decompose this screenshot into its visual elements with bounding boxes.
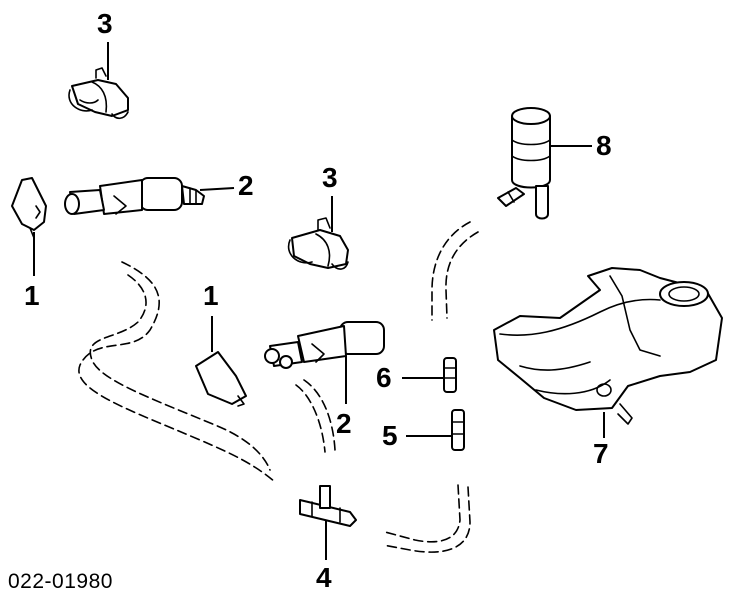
hose-middle-short	[295, 379, 336, 453]
washer-nozzle-cap-middle	[195, 351, 247, 407]
callout-3-middle: 3	[322, 162, 338, 193]
callout-8: 8	[596, 130, 612, 161]
hose-connector-5	[451, 409, 465, 451]
callout-1-middle: 1	[203, 280, 219, 311]
hose-bottom-right	[382, 484, 471, 553]
washer-nozzle-cap-left	[11, 177, 47, 239]
hose-top-right	[431, 221, 479, 321]
washer-actuator-top	[64, 177, 205, 215]
callout-2-middle: 2	[336, 408, 352, 439]
callout-6: 6	[376, 362, 392, 393]
washer-actuator-middle	[264, 321, 385, 369]
clip-bracket-top	[68, 67, 129, 120]
tee-connector	[299, 485, 357, 527]
washer-reservoir	[493, 267, 723, 425]
callout-1-left: 1	[24, 280, 40, 311]
hose-left-long	[78, 261, 276, 483]
callout-7: 7	[593, 438, 609, 469]
clip-bracket-middle	[287, 217, 349, 270]
hose-connector-6	[443, 357, 457, 393]
leader-lines	[33, 42, 605, 560]
washer-pump	[497, 107, 551, 220]
callout-3-top: 3	[97, 8, 113, 39]
callout-5: 5	[382, 420, 398, 451]
callout-4: 4	[316, 562, 332, 593]
callout-2-top: 2	[238, 170, 254, 201]
diagram-code: 022-01980	[8, 570, 113, 593]
